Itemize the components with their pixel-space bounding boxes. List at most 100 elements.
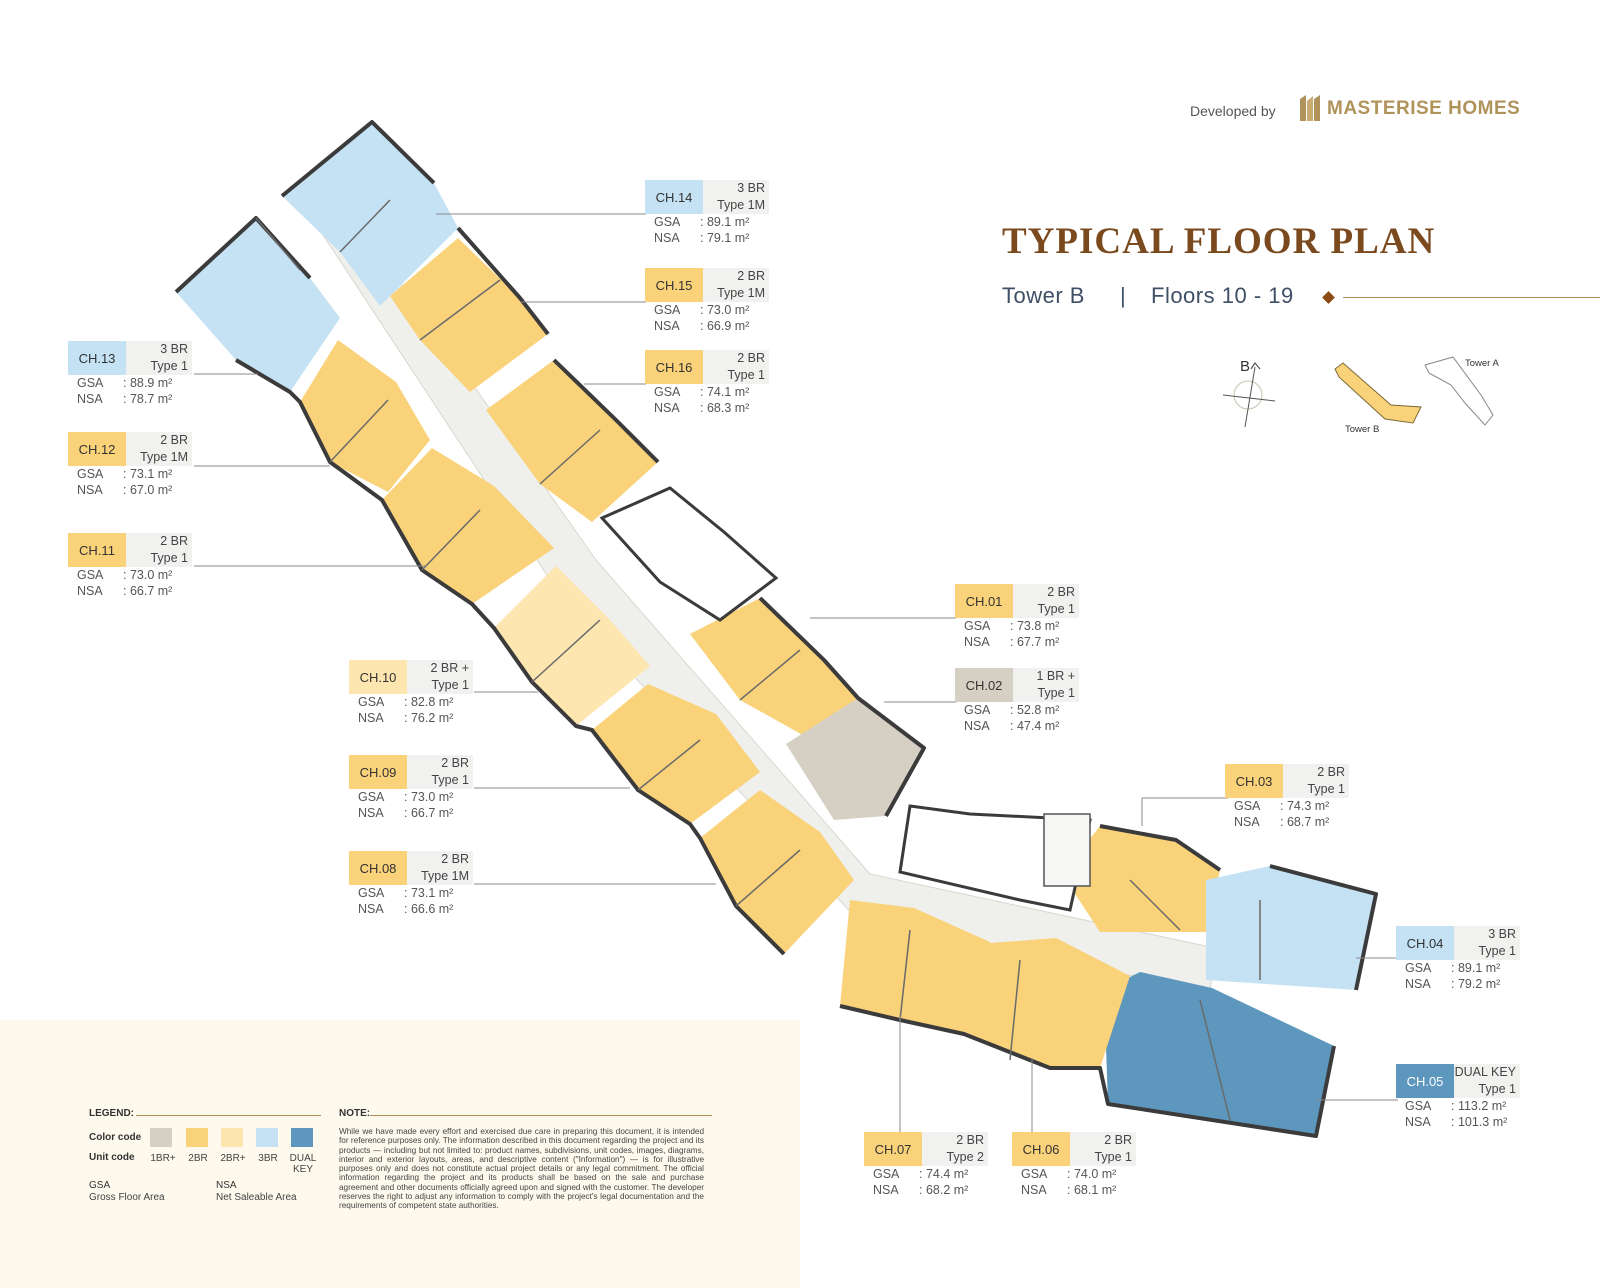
core-north: [599, 486, 779, 622]
gsa-label: GSA: [358, 886, 385, 900]
nsa-label: NSA: [873, 1183, 899, 1197]
nsa-value: : 66.7 m²: [404, 806, 454, 820]
brand-name: MASTERISE HOMES: [1327, 98, 1521, 119]
nsa-label: NSA: [964, 719, 990, 733]
unit-code: CH.01: [955, 584, 1013, 618]
nsa-label: NSA: [654, 401, 680, 415]
nsa-value: : 68.2 m²: [919, 1183, 969, 1197]
unit-type: Type 1: [1037, 686, 1075, 700]
unit-br: DUAL KEY: [1454, 1065, 1516, 1079]
key-plan-tower-a-label: Tower A: [1465, 358, 1499, 369]
legend-gsa-abbr: GSA: [89, 1180, 111, 1191]
floors-label: Floors 10 - 19: [1151, 283, 1294, 308]
nsa-value: : 68.1 m²: [1067, 1183, 1117, 1197]
unit-br: 3 BR: [737, 181, 765, 195]
developed-by-label: Developed by: [1190, 103, 1276, 119]
gsa-label: GSA: [654, 303, 681, 317]
leader-lines: [194, 213, 1398, 1138]
nsa-value: : 68.3 m²: [700, 401, 750, 415]
nsa-value: : 79.2 m²: [1451, 977, 1501, 991]
unit-type: Type 1: [1478, 944, 1516, 958]
unit-type: Type 1: [150, 551, 188, 565]
unit-br: 2 BR: [737, 351, 765, 365]
unit-type: Type 1: [1094, 1150, 1132, 1164]
legend-unit-code-label: Unit code: [89, 1152, 135, 1163]
legend-item-label: 2BR: [188, 1153, 208, 1164]
unit-code: CH.11: [68, 533, 126, 567]
gsa-label: GSA: [77, 376, 104, 390]
nsa-value: : 67.7 m²: [1010, 635, 1060, 649]
legend-item-label: 3BR: [258, 1153, 278, 1164]
legend-nsa-abbr: NSA: [216, 1180, 237, 1191]
gsa-value: : 89.1 m²: [700, 215, 750, 229]
gsa-label: GSA: [654, 215, 681, 229]
gsa-value: : 73.0 m²: [700, 303, 750, 317]
nsa-value: : 76.2 m²: [404, 711, 454, 725]
unit-type: Type 1: [1037, 602, 1075, 616]
unit-code: CH.12: [68, 432, 126, 466]
unit-ch07: [840, 900, 990, 1034]
swatch-dual-key: [291, 1128, 313, 1147]
unit-br: 2 BR: [441, 852, 469, 866]
nsa-label: NSA: [964, 635, 990, 649]
unit-type: Type 1: [431, 773, 469, 787]
gsa-value: : 88.9 m²: [123, 376, 173, 390]
gsa-value: : 74.4 m²: [919, 1167, 969, 1181]
swatch-2br: [186, 1128, 208, 1147]
nsa-value: : 68.7 m²: [1280, 815, 1330, 829]
unit-code: CH.13: [68, 341, 126, 375]
partitions: [255, 199, 1261, 1121]
gsa-label: GSA: [1405, 1099, 1432, 1113]
gsa-label: GSA: [1234, 799, 1261, 813]
unit-code: CH.02: [955, 668, 1013, 702]
unit-br: 2 BR: [441, 756, 469, 770]
unit-code: CH.05: [1396, 1064, 1454, 1098]
gsa-label: GSA: [77, 467, 104, 481]
gsa-value: : 73.0 m²: [404, 790, 454, 804]
gsa-value: : 73.8 m²: [1010, 619, 1060, 633]
unit-ch04: [1206, 866, 1376, 990]
unit-code: CH.10: [349, 660, 407, 694]
unit-code: CH.09: [349, 755, 407, 789]
note-text: While we have made every effort and exer…: [339, 1127, 704, 1211]
unit-br: 3 BR: [1488, 927, 1516, 941]
unit-ch06: [960, 938, 1130, 1068]
nsa-value: : 67.0 m²: [123, 483, 173, 497]
nsa-label: NSA: [654, 231, 680, 245]
gsa-value: : 74.1 m²: [700, 385, 750, 399]
tower-a-shape: [1424, 356, 1494, 426]
note-rule: [370, 1115, 712, 1116]
unit-code: CH.14: [645, 180, 703, 214]
gsa-value: : 73.1 m²: [123, 467, 173, 481]
nsa-value: : 79.1 m²: [700, 231, 750, 245]
legend-title: LEGEND:: [89, 1108, 134, 1119]
unit-type: Type 1: [1307, 782, 1345, 796]
nsa-label: NSA: [77, 392, 103, 406]
unit-br: 1 BR +: [1036, 669, 1075, 683]
north-label: B: [1240, 358, 1251, 375]
nsa-label: NSA: [654, 319, 680, 333]
unit-type: Type 1M: [717, 286, 765, 300]
unit-type: Type 1M: [717, 198, 765, 212]
nsa-value: : 78.7 m²: [123, 392, 173, 406]
unit-br: 2 BR: [1104, 1133, 1132, 1147]
gsa-label: GSA: [358, 790, 385, 804]
gsa-value: : 89.1 m²: [1451, 961, 1501, 975]
gsa-value: : 82.8 m²: [404, 695, 454, 709]
unit-type: Type 1: [431, 678, 469, 692]
unit-type: Type 1M: [140, 450, 188, 464]
swatch-1br-plus: [150, 1128, 172, 1147]
gsa-label: GSA: [964, 703, 991, 717]
gsa-value: : 74.3 m²: [1280, 799, 1330, 813]
unit-ch09: [592, 684, 760, 824]
gsa-label: GSA: [358, 695, 385, 709]
unit-br: 2 BR +: [430, 661, 469, 675]
swatch-2br-plus: [221, 1128, 243, 1147]
unit-code: CH.04: [1396, 926, 1454, 960]
nsa-value: : 66.6 m²: [404, 902, 454, 916]
